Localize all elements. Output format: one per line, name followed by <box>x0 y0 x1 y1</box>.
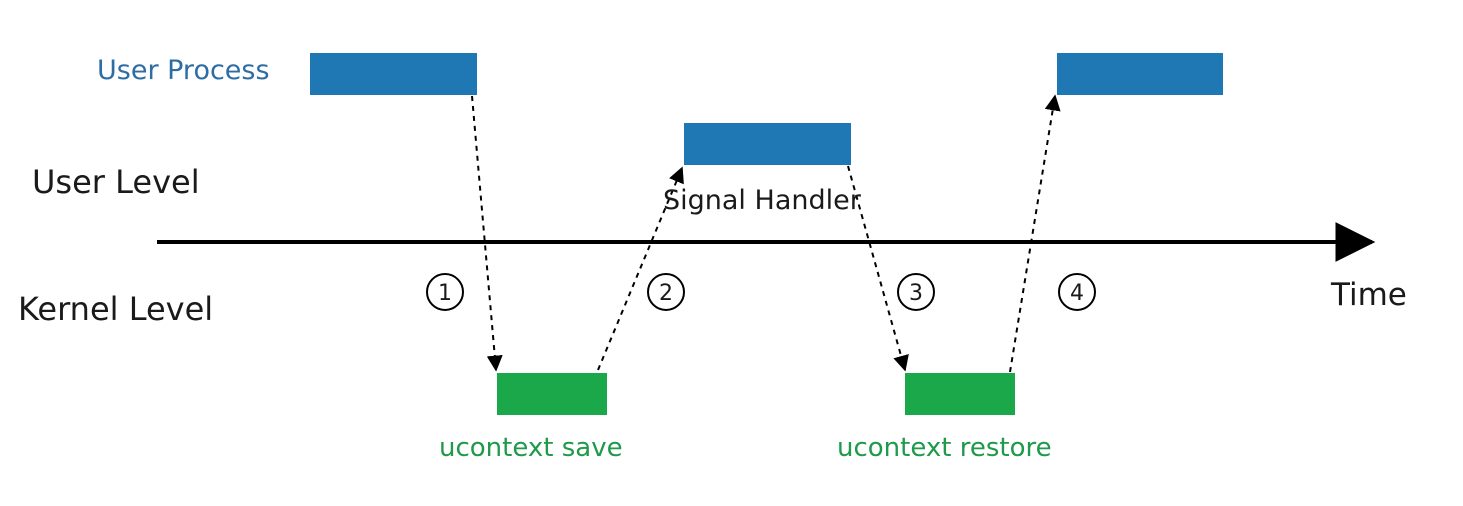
transition-arrow-4 <box>1009 94 1061 373</box>
step-number: 2 <box>659 281 673 306</box>
step-number: 1 <box>438 281 452 306</box>
user-level-label: User Level <box>32 163 200 201</box>
ucontext-save-label: ucontext save <box>439 433 623 463</box>
signal-handler-block <box>684 123 851 165</box>
user-process-block-resume <box>1057 53 1223 95</box>
time-label: Time <box>1330 277 1407 313</box>
user-process-block-start <box>310 53 477 95</box>
ucontext-restore-label: ucontext restore <box>837 433 1052 463</box>
step-number: 3 <box>909 281 923 306</box>
ucontext-restore-block <box>905 373 1015 415</box>
user-process-label: User Process <box>97 55 270 86</box>
kernel-level-label: Kernel Level <box>18 290 213 328</box>
step-number: 4 <box>1070 281 1084 306</box>
transition-arrow-2 <box>597 166 684 371</box>
step-marker-2: 2 <box>647 273 685 311</box>
signal-handler-label: Signal Handler <box>663 185 862 216</box>
step-marker-3: 3 <box>897 273 935 311</box>
ucontext-save-block <box>497 373 607 415</box>
step-marker-1: 1 <box>426 273 464 311</box>
transition-arrow-1 <box>471 95 503 372</box>
step-marker-4: 4 <box>1058 273 1096 311</box>
